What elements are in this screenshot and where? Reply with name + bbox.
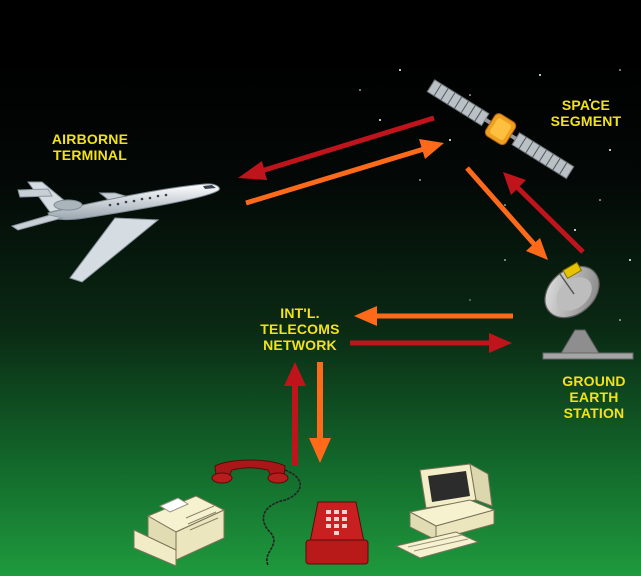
arrow-station-to-satellite: [503, 172, 585, 254]
telephone-handset-icon: [211, 459, 289, 484]
telecoms-network-label-line-3: NETWORK: [263, 337, 337, 353]
space-segment-label-line-1: SPACE: [561, 97, 611, 113]
satellite-icon: [426, 79, 575, 180]
ground-station-dish-icon: [542, 261, 634, 360]
telecoms-network-label-line-1: INT'L.: [280, 305, 320, 321]
airborne-terminal-label-line-1: AIRBORNE: [51, 131, 129, 147]
arrow-satellite-to-aircraft: [238, 115, 435, 180]
arrow-network-to-station: [350, 333, 512, 353]
ground-earth-station-label: GROUND EARTH STATION: [550, 373, 638, 421]
arrow-aircraft-to-satellite: [245, 139, 444, 206]
ground-earth-station-label-line-2: EARTH: [569, 389, 619, 405]
fax-machine-icon: [133, 495, 226, 567]
space-segment-label: SPACE SEGMENT: [538, 97, 634, 129]
ground-earth-station-label-line-1: GROUND: [562, 373, 626, 389]
airborne-terminal-label-line-2: TERMINAL: [53, 147, 127, 163]
telecoms-network-label: INT'L. TELECOMS NETWORK: [250, 305, 350, 353]
arrow-satellite-to-station: [465, 166, 548, 260]
computer-icon: [394, 463, 496, 559]
telecoms-network-label-line-2: TELECOMS: [260, 321, 340, 337]
airplane-icon: [10, 181, 220, 283]
phone-cord: [262, 469, 301, 566]
arrow-network-to-phone: [309, 362, 331, 463]
ground-earth-station-label-line-3: STATION: [563, 405, 625, 421]
telephone-icon: [305, 501, 369, 565]
arrow-phone-to-network: [284, 362, 306, 465]
arrow-station-to-network: [354, 306, 513, 326]
space-segment-label-line-2: SEGMENT: [550, 113, 622, 129]
airborne-terminal-label: AIRBORNE TERMINAL: [40, 131, 140, 163]
